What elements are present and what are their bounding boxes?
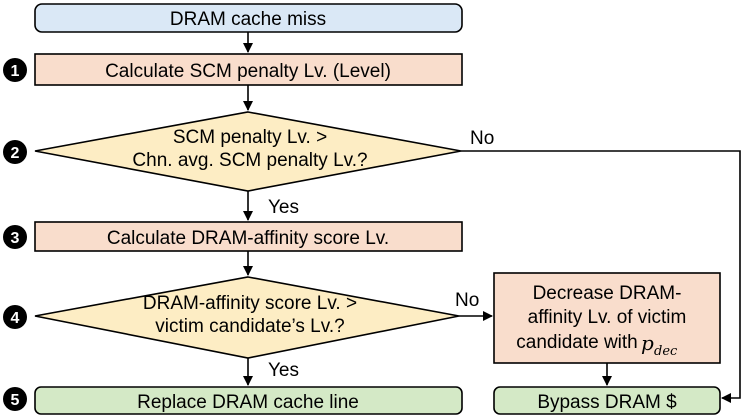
decision4-line1: DRAM-affinity score Lv. > — [143, 293, 357, 314]
start-label: DRAM cache miss — [170, 9, 326, 30]
step-number-1: 1 — [11, 63, 20, 80]
decision2-node: SCM penalty Lv. > Chn. avg. SCM penalty … — [34, 111, 462, 192]
step-badge-2: 2 — [3, 140, 27, 164]
step-badge-5: 5 — [3, 387, 27, 411]
decrease-node: Decrease DRAM- affinity Lv. of victim ca… — [493, 272, 721, 364]
step1-label: Calculate SCM penalty Lv. (Level) — [105, 61, 391, 82]
replace-node: Replace DRAM cache line — [34, 386, 463, 415]
step1-node: Calculate SCM penalty Lv. (Level) — [34, 53, 463, 86]
decrease-line2: affinity Lv. of victim — [528, 307, 687, 328]
bypass-label: Bypass DRAM $ — [537, 392, 677, 413]
decision4-node: DRAM-affinity score Lv. > victim candida… — [34, 276, 460, 359]
replace-label: Replace DRAM cache line — [137, 392, 359, 413]
decision4-line2: victim candidate’s Lv.? — [155, 316, 344, 337]
bypass-node: Bypass DRAM $ — [493, 386, 721, 415]
step-number-3: 3 — [11, 230, 20, 247]
step3-node: Calculate DRAM-affinity score Lv. — [34, 221, 463, 252]
decision2-no-label: No — [470, 128, 494, 149]
step-badge-3: 3 — [3, 225, 27, 249]
decision4-yes-label: Yes — [268, 360, 299, 381]
decrease-math-p: p — [641, 331, 654, 355]
start-node: DRAM cache miss — [34, 3, 463, 33]
step-badge-4: 4 — [3, 305, 27, 329]
step-number-4: 4 — [11, 310, 20, 327]
connectors — [243, 32, 741, 403]
step-badge-1: 1 — [3, 58, 27, 82]
step-number-5: 5 — [11, 392, 20, 409]
decision2-line1: SCM penalty Lv. > — [173, 127, 327, 148]
decrease-line3: candidate with — [516, 332, 637, 353]
decrease-line1: Decrease DRAM- — [533, 283, 682, 304]
step3-label: Calculate DRAM-affinity score Lv. — [107, 228, 389, 249]
arrow-decision2-no-to-bypass — [461, 150, 741, 403]
decision2-yes-label: Yes — [268, 197, 299, 218]
step-number-2: 2 — [11, 145, 20, 162]
decrease-math-sub: dec — [654, 344, 678, 359]
decision2-line2: Chn. avg. SCM penalty Lv.? — [132, 150, 367, 171]
decision4-no-label: No — [455, 290, 479, 311]
